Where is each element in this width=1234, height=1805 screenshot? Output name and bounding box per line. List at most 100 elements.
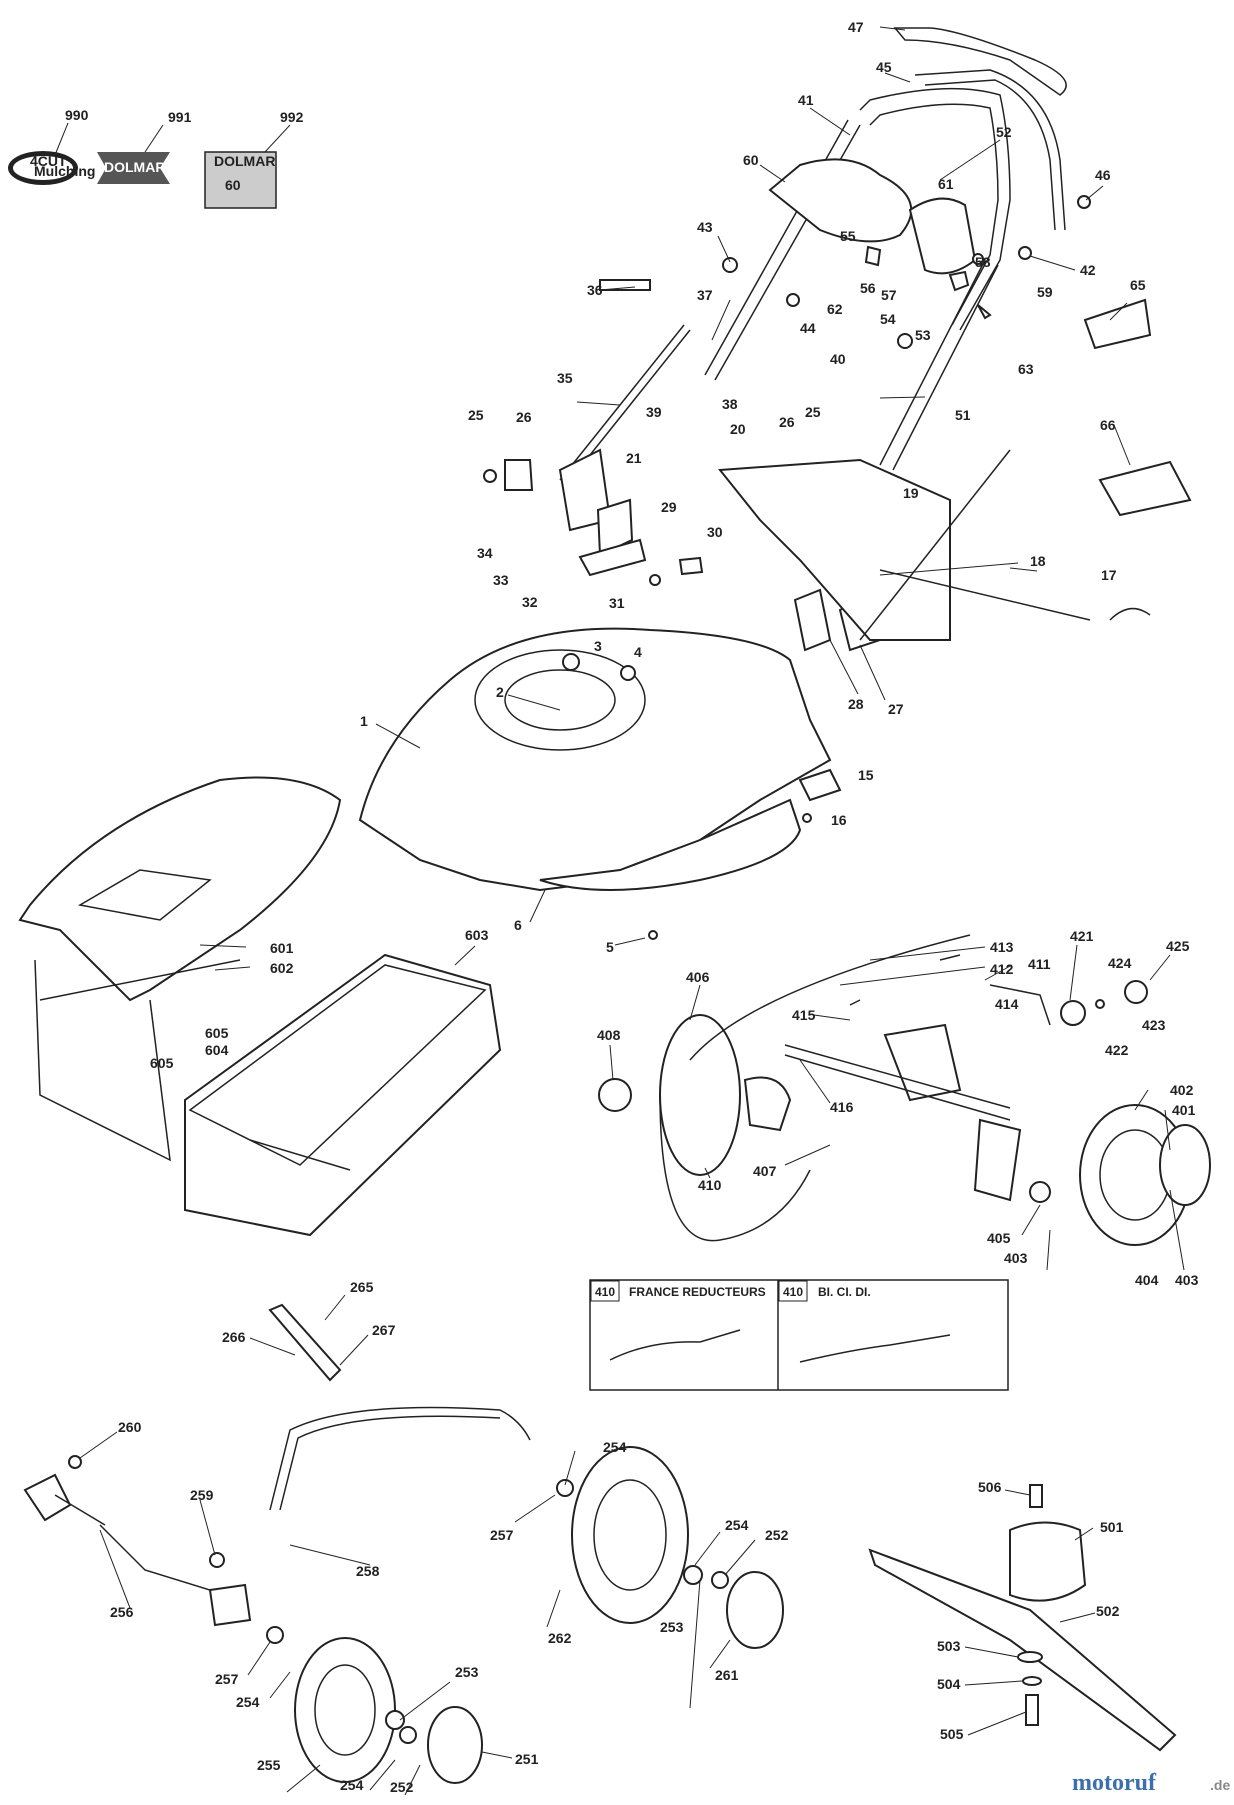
callout-253-a: 253: [660, 1619, 684, 1635]
callout-1: 1: [360, 713, 368, 729]
callout-53: 53: [915, 327, 931, 343]
callout-421: 421: [1070, 928, 1094, 944]
callout-15: 15: [858, 767, 874, 783]
callout-422: 422: [1105, 1042, 1129, 1058]
callout-44: 44: [800, 320, 816, 336]
callout-255-main: 255: [257, 1757, 281, 1773]
callout-60: 60: [743, 152, 759, 168]
callout-28: 28: [848, 696, 864, 712]
callout-252-a: 252: [765, 1527, 789, 1543]
callout-25-left: 25: [468, 407, 484, 423]
callout-55: 55: [840, 228, 856, 244]
callout-405: 405: [987, 1230, 1011, 1246]
callout-990: 990: [65, 107, 89, 123]
callout-605: 605: [150, 1055, 174, 1071]
callout-37: 37: [697, 287, 713, 303]
callout-262: 262: [548, 1630, 572, 1646]
callout-leaders: [54, 26, 1185, 1796]
watermark: motoruf .de: [1072, 1770, 1230, 1796]
callout-6: 6: [514, 917, 522, 933]
callout-18: 18: [1030, 553, 1046, 569]
callout-26-left: 26: [516, 409, 532, 425]
callout-267: 267: [372, 1322, 396, 1338]
callout-425: 425: [1166, 938, 1190, 954]
callout-259: 259: [190, 1487, 214, 1503]
decal-4cut-subtext: Mulching: [34, 163, 95, 179]
drive-system: [598, 934, 1173, 1242]
callout-258: 258: [356, 1563, 380, 1579]
callout-63: 63: [1018, 361, 1034, 377]
callout-504: 504: [937, 1676, 961, 1692]
callout-604: 604: [205, 1042, 229, 1058]
callout-501: 501: [1100, 1519, 1124, 1535]
rear-flap: [718, 449, 1151, 641]
callout-254-a: 254: [603, 1439, 627, 1455]
callout-27: 27: [888, 701, 904, 717]
callout-406: 406: [686, 969, 710, 985]
callout-503: 503: [937, 1638, 961, 1654]
callout-403-left: 403: [1004, 1250, 1028, 1266]
callout-19: 19: [903, 485, 919, 501]
callout-56: 56: [860, 280, 876, 296]
callout-401: 401: [1172, 1102, 1196, 1118]
callout-61: 61: [938, 176, 954, 192]
callout-33: 33: [493, 572, 509, 588]
callout-254-d: 254: [340, 1777, 364, 1793]
callout-4: 4: [634, 644, 642, 660]
blade-assembly: [868, 1484, 1177, 1752]
callout-402: 402: [1170, 1082, 1194, 1098]
inset-right-title: BI. CI. DI.: [818, 1285, 871, 1299]
callout-254-c: 254: [236, 1694, 260, 1710]
callout-57: 57: [881, 287, 897, 303]
callout-35: 35: [557, 370, 573, 386]
callout-603: 603: [465, 927, 489, 943]
decal-60-size: 60: [225, 177, 241, 193]
callout-54: 54: [880, 311, 896, 327]
watermark-tld: .de: [1210, 1777, 1230, 1793]
callout-992: 992: [280, 109, 304, 125]
callout-25-right: 25: [805, 404, 821, 420]
mower-deck: [358, 627, 842, 940]
grass-box: [184, 953, 502, 1237]
callout-505: 505: [940, 1726, 964, 1742]
callout-40: 40: [830, 351, 846, 367]
inset-left-title: FRANCE REDUCTEURS: [629, 1285, 766, 1299]
callout-17: 17: [1101, 567, 1117, 583]
control-bar: [768, 158, 977, 275]
callout-601: 601: [270, 940, 294, 956]
callout-65: 65: [1130, 277, 1146, 293]
callout-403-right: 403: [1175, 1272, 1199, 1288]
decal-60-brand: DOLMAR: [214, 153, 275, 169]
callout-59: 59: [1037, 284, 1053, 300]
callout-58: 58: [975, 254, 991, 270]
callout-404: 404: [1135, 1272, 1159, 1288]
callout-407: 407: [753, 1163, 777, 1179]
decal-dolmar-banner: DOLMAR: [97, 152, 170, 184]
callout-605-main: 605: [205, 1025, 229, 1041]
small-hardware-upper: [722, 195, 1091, 349]
callout-38: 38: [722, 396, 738, 412]
callout-256: 256: [110, 1604, 134, 1620]
front-axle: [23, 1303, 531, 1627]
callout-415: 415: [792, 1007, 816, 1023]
upper-handle: [704, 27, 1067, 471]
callout-42: 42: [1080, 262, 1096, 278]
inset-right-number: 410: [783, 1285, 803, 1299]
callout-32: 32: [522, 594, 538, 610]
inset-410: 410 FRANCE REDUCTEURS 410 BI. CI. DI.: [589, 1279, 1009, 1391]
watermark-name: motoruf: [1072, 1770, 1157, 1796]
callout-62: 62: [827, 301, 843, 317]
callout-423: 423: [1142, 1017, 1166, 1033]
grass-box-lid: [18, 776, 342, 1162]
callout-506: 506: [978, 1479, 1002, 1495]
callout-26-right: 26: [779, 414, 795, 430]
callout-502: 502: [1096, 1603, 1120, 1619]
callout-410: 410: [698, 1177, 722, 1193]
callout-45: 45: [876, 59, 892, 75]
callout-413: 413: [990, 939, 1014, 955]
callout-412: 412: [990, 961, 1014, 977]
callout-252-b: 252: [390, 1779, 414, 1795]
callout-29: 29: [661, 499, 677, 515]
callout-21: 21: [626, 450, 642, 466]
